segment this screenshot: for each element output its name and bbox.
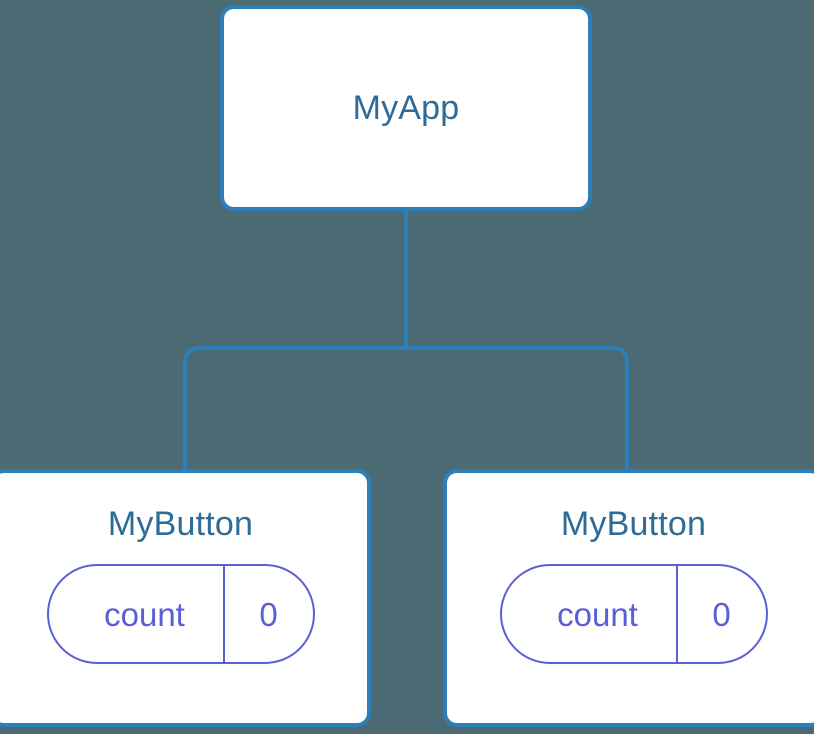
- state-pill-count[interactable]: count 0: [46, 564, 315, 664]
- node-title: MyButton: [560, 505, 707, 543]
- state-key-label: count: [557, 595, 638, 633]
- state-value-label: 0: [675, 566, 766, 662]
- node-mybutton-left[interactable]: MyButton count 0: [0, 469, 371, 727]
- state-value-label: 0: [222, 566, 313, 662]
- node-title: MyButton: [107, 505, 254, 543]
- node-mybutton-right[interactable]: MyButton count 0: [443, 469, 814, 727]
- node-myapp[interactable]: MyApp: [220, 5, 592, 211]
- state-key-label: count: [104, 595, 185, 633]
- node-title: MyApp: [352, 89, 460, 127]
- edge-child-bus: [183, 346, 629, 469]
- state-pill-count[interactable]: count 0: [499, 564, 768, 664]
